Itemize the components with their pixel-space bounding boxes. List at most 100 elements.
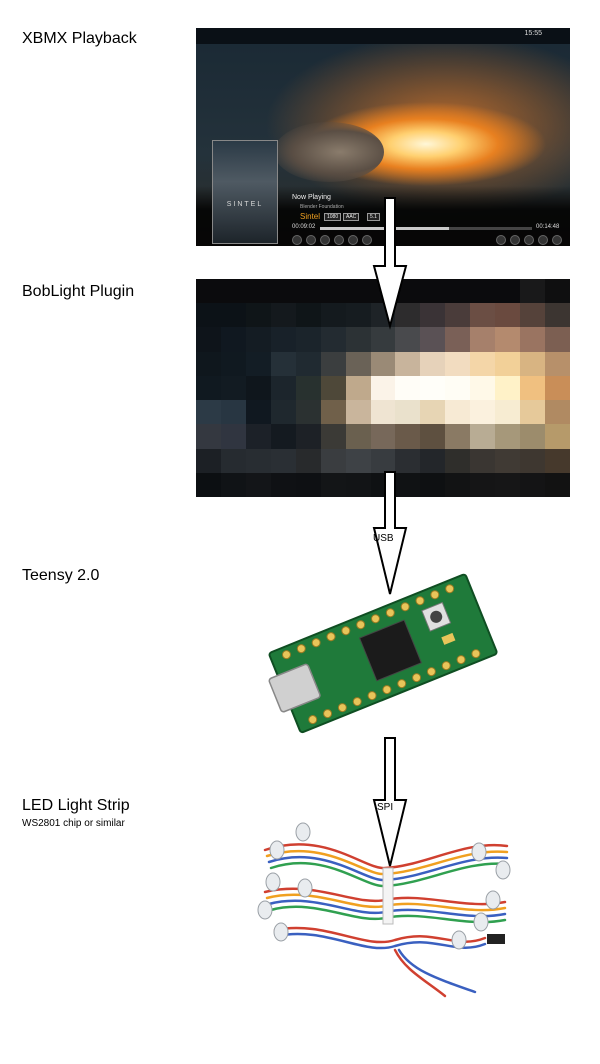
pixel-cell	[445, 448, 471, 473]
microcontroller-chip	[358, 619, 422, 682]
pixel-cell	[395, 472, 421, 497]
pixel-cell	[320, 375, 346, 401]
pixel-cell	[270, 279, 296, 304]
settings-icon[interactable]	[552, 235, 562, 245]
pixel-cell	[345, 400, 371, 425]
volume-icon[interactable]	[524, 235, 534, 245]
pixel-cell	[520, 448, 546, 473]
play-icon[interactable]	[320, 235, 330, 245]
pixel-cell	[220, 472, 246, 497]
pixel-cell	[395, 375, 421, 401]
pixel-cell	[445, 327, 471, 352]
pixel-cell	[420, 375, 446, 401]
pixel-cell	[370, 351, 396, 376]
pixel-cell	[520, 279, 546, 304]
pixel-cell	[245, 448, 271, 473]
pixel-cell	[196, 279, 221, 304]
pixel-cell	[345, 279, 371, 304]
led-strip-image	[257, 822, 511, 998]
pixel-cell	[420, 448, 446, 473]
pixel-cell	[245, 279, 271, 304]
pixel-cell	[295, 327, 321, 352]
arrow-boblight-to-teensy	[372, 471, 408, 595]
bookmark-icon[interactable]	[538, 235, 548, 245]
movie-title: Sintel	[300, 212, 321, 221]
pixel-cell	[495, 472, 521, 497]
xbmc-playback-screenshot: 15:55 SINTEL Now Playing Blender Foundat…	[196, 28, 570, 246]
pixel-cell	[345, 472, 371, 497]
pixel-cell	[220, 424, 246, 449]
pixel-cell	[495, 327, 521, 352]
movie-poster: SINTEL	[212, 140, 278, 244]
pixel-cell	[220, 375, 246, 401]
usb-connector	[268, 663, 321, 713]
badge-audio-codec: AAC	[343, 213, 360, 221]
pixel-cell	[495, 424, 521, 449]
pixel-cell	[395, 327, 421, 352]
pixel-cell	[395, 303, 421, 328]
poster-title: SINTEL	[226, 201, 264, 208]
pixel-cell	[470, 279, 496, 304]
arrow-xbmx-to-boblight	[372, 197, 408, 330]
rewind-icon[interactable]	[306, 235, 316, 245]
skip-back-icon[interactable]	[292, 235, 302, 245]
pixel-cell	[495, 303, 521, 328]
pixel-cell	[196, 303, 221, 328]
pixel-cell	[420, 351, 446, 376]
pixel-cell	[420, 400, 446, 425]
stop-icon[interactable]	[348, 235, 358, 245]
pixel-cell	[520, 303, 546, 328]
pixel-cell	[220, 327, 246, 352]
pixel-cell	[320, 279, 346, 304]
pixel-cell	[495, 448, 521, 473]
badge-channels: 5.1	[367, 213, 380, 221]
pixel-cell	[545, 327, 570, 352]
pixel-cell	[295, 400, 321, 425]
pixel-cell	[245, 327, 271, 352]
now-playing-label: Now Playing	[292, 194, 331, 201]
fast-forward-icon[interactable]	[362, 235, 372, 245]
wire-connector	[487, 934, 505, 944]
pixel-cell	[270, 472, 296, 497]
zoom-icon[interactable]	[510, 235, 520, 245]
pixel-cell	[345, 375, 371, 401]
pixel-cell	[470, 303, 496, 328]
pixel-cell	[295, 448, 321, 473]
pixel-cell	[520, 472, 546, 497]
led-pixels	[257, 822, 511, 950]
pixel-cell	[295, 472, 321, 497]
pixel-cell	[345, 327, 371, 352]
pixel-cell	[370, 327, 396, 352]
pixel-cell	[545, 303, 570, 328]
pixel-cell	[196, 327, 221, 352]
subtitles-icon[interactable]	[496, 235, 506, 245]
pin-holes-top	[281, 584, 455, 660]
pixel-cell	[545, 375, 570, 401]
pixel-cell	[220, 400, 246, 425]
pixel-cell	[245, 400, 271, 425]
pixel-cell	[295, 375, 321, 401]
pixel-cell	[395, 400, 421, 425]
pixel-cell	[395, 424, 421, 449]
pixel-cell	[445, 424, 471, 449]
pixel-cell	[270, 303, 296, 328]
pixel-cell	[245, 375, 271, 401]
pixel-cell	[470, 327, 496, 352]
pixel-cell	[420, 303, 446, 328]
pixel-cell	[470, 375, 496, 401]
led-component	[441, 632, 456, 645]
pixel-cell	[295, 303, 321, 328]
pixel-cell	[395, 448, 421, 473]
pixel-cell	[545, 400, 570, 425]
arrow-teensy-to-strip	[372, 737, 408, 867]
pixel-cell	[320, 472, 346, 497]
pause-icon[interactable]	[334, 235, 344, 245]
pixel-cell	[320, 400, 346, 425]
pixel-cell	[395, 351, 421, 376]
pixel-cell	[420, 279, 446, 304]
progress-bar[interactable]	[320, 227, 532, 230]
pixel-cell	[545, 351, 570, 376]
pixel-cell	[320, 303, 346, 328]
pixel-cell	[196, 424, 221, 449]
pixel-cell	[370, 400, 396, 425]
